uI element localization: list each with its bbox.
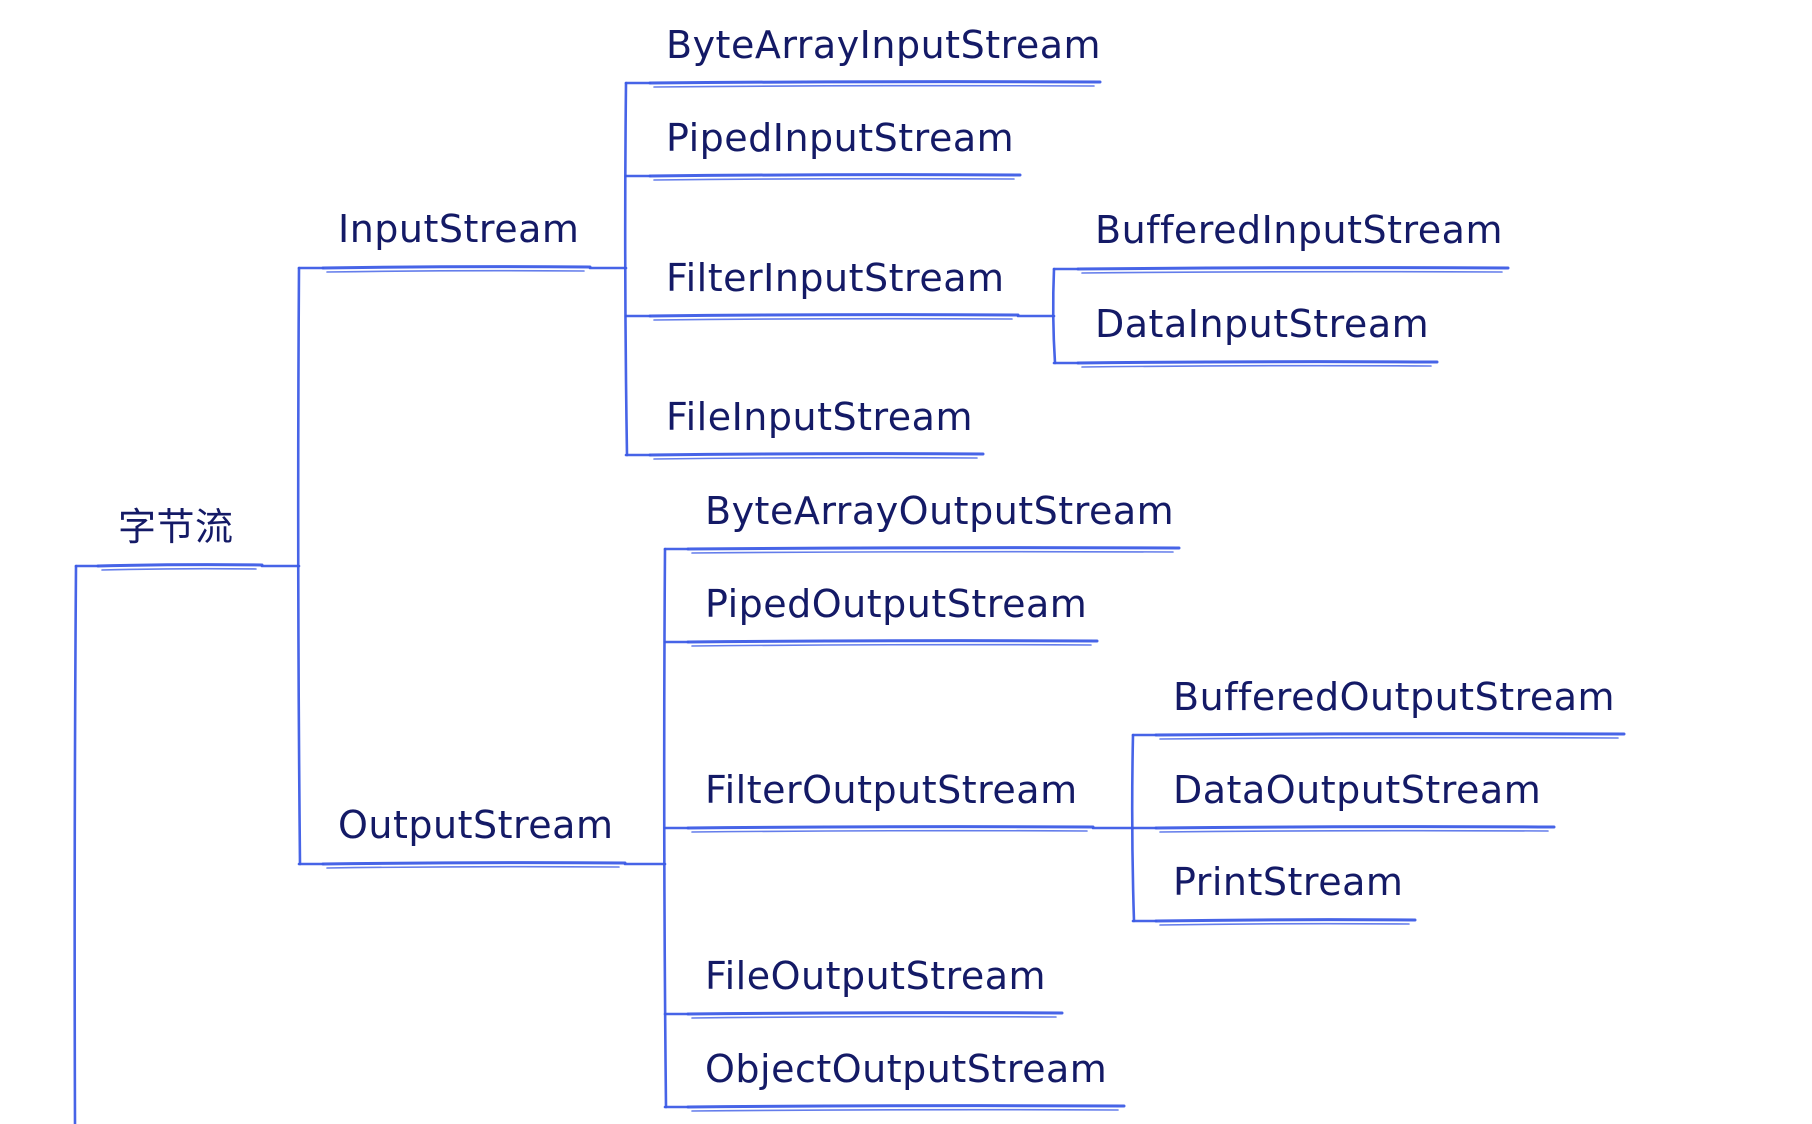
node-label-buffered-input-stream: BufferedInputStream (1095, 208, 1503, 252)
underline-buffered-input-stream (1076, 266, 1510, 271)
node-piped-output-stream: PipedOutputStream (705, 582, 1087, 626)
filter-input-connector-trunk (1051, 267, 1057, 365)
node-input-stream: InputStream (338, 207, 579, 251)
underline-object-output-stream (686, 1104, 1126, 1109)
underline-sketch-piped-output-stream (691, 643, 1092, 647)
root-connector-trunk (296, 266, 302, 866)
underline-sketch-piped-input-stream (653, 177, 1015, 181)
node-label-root: 字节流 (118, 505, 234, 549)
underline-filter-output-stream (686, 825, 1095, 830)
node-filter-input-stream: FilterInputStream (666, 256, 1005, 300)
node-label-file-input-stream: FileInputStream (666, 395, 973, 439)
node-byte-array-input-stream: ByteArrayInputStream (666, 23, 1101, 67)
node-label-byte-array-input-stream: ByteArrayInputStream (666, 23, 1101, 67)
underline-sketch-object-output-stream (691, 1108, 1119, 1112)
node-data-input-stream: DataInputStream (1095, 302, 1429, 346)
node-buffered-input-stream: BufferedInputStream (1095, 208, 1503, 252)
node-label-data-input-stream: DataInputStream (1095, 302, 1429, 346)
underline-sketch-file-output-stream (691, 1015, 1057, 1019)
tree-nodes: 字节流 InputStream OutputStream ByteArrayIn… (118, 23, 1615, 1091)
underline-sketch-output-stream (326, 865, 620, 869)
underline-byte-array-output-stream (686, 546, 1181, 551)
node-file-output-stream: FileOutputStream (705, 954, 1046, 998)
underline-sketch-byte-array-input-stream (653, 84, 1095, 88)
node-label-data-output-stream: DataOutputStream (1173, 768, 1541, 812)
node-label-byte-array-output-stream: ByteArrayOutputStream (705, 489, 1174, 533)
underline-sketch-byte-array-output-stream (691, 550, 1174, 554)
underline-file-input-stream (648, 452, 985, 457)
underline-sketch-file-input-stream (653, 456, 978, 460)
node-print-stream: PrintStream (1173, 860, 1403, 904)
node-filter-output-stream: FilterOutputStream (705, 768, 1078, 812)
node-label-output-stream: OutputStream (338, 803, 614, 847)
underline-byte-array-input-stream (648, 80, 1102, 85)
underline-root (96, 563, 264, 568)
node-label-filter-input-stream: FilterInputStream (666, 256, 1005, 300)
node-label-print-stream: PrintStream (1173, 860, 1403, 904)
underline-sketch-print-stream (1159, 922, 1410, 926)
node-label-file-output-stream: FileOutputStream (705, 954, 1046, 998)
underline-sketch-filter-output-stream (691, 829, 1088, 833)
node-label-piped-output-stream: PipedOutputStream (705, 582, 1087, 626)
connector-lines (73, 80, 1626, 1124)
underline-piped-output-stream (686, 639, 1099, 644)
underline-sketch-buffered-input-stream (1081, 270, 1503, 274)
underline-output-stream (321, 861, 627, 866)
node-label-input-stream: InputStream (338, 207, 579, 251)
underline-data-output-stream (1154, 825, 1556, 830)
node-output-stream: OutputStream (338, 803, 614, 847)
node-object-output-stream: ObjectOutputStream (705, 1047, 1107, 1091)
node-file-input-stream: FileInputStream (666, 395, 973, 439)
underline-input-stream (321, 265, 592, 270)
underline-sketch-data-input-stream (1081, 364, 1432, 368)
underline-data-input-stream (1076, 360, 1439, 365)
underline-sketch-input-stream (326, 269, 585, 273)
underline-buffered-output-stream (1154, 732, 1626, 737)
underline-sketch-filter-input-stream (653, 317, 1013, 321)
node-label-object-output-stream: ObjectOutputStream (705, 1047, 1107, 1091)
underline-file-output-stream (686, 1011, 1064, 1016)
underline-print-stream (1154, 918, 1417, 923)
underline-piped-input-stream (648, 173, 1022, 178)
node-buffered-output-stream: BufferedOutputStream (1173, 675, 1615, 719)
node-root: 字节流 (118, 505, 234, 549)
node-byte-array-output-stream: ByteArrayOutputStream (705, 489, 1174, 533)
node-data-output-stream: DataOutputStream (1173, 768, 1541, 812)
underline-filter-input-stream (648, 313, 1020, 318)
input-connector-trunk (623, 81, 629, 457)
node-label-filter-output-stream: FilterOutputStream (705, 768, 1078, 812)
node-label-buffered-output-stream: BufferedOutputStream (1173, 675, 1615, 719)
node-label-piped-input-stream: PipedInputStream (666, 116, 1014, 160)
root-left-trunk (73, 564, 78, 1124)
underline-sketch-data-output-stream (1159, 829, 1549, 833)
underline-sketch-buffered-output-stream (1159, 736, 1619, 740)
node-piped-input-stream: PipedInputStream (666, 116, 1014, 160)
underline-sketch-root (101, 567, 257, 571)
